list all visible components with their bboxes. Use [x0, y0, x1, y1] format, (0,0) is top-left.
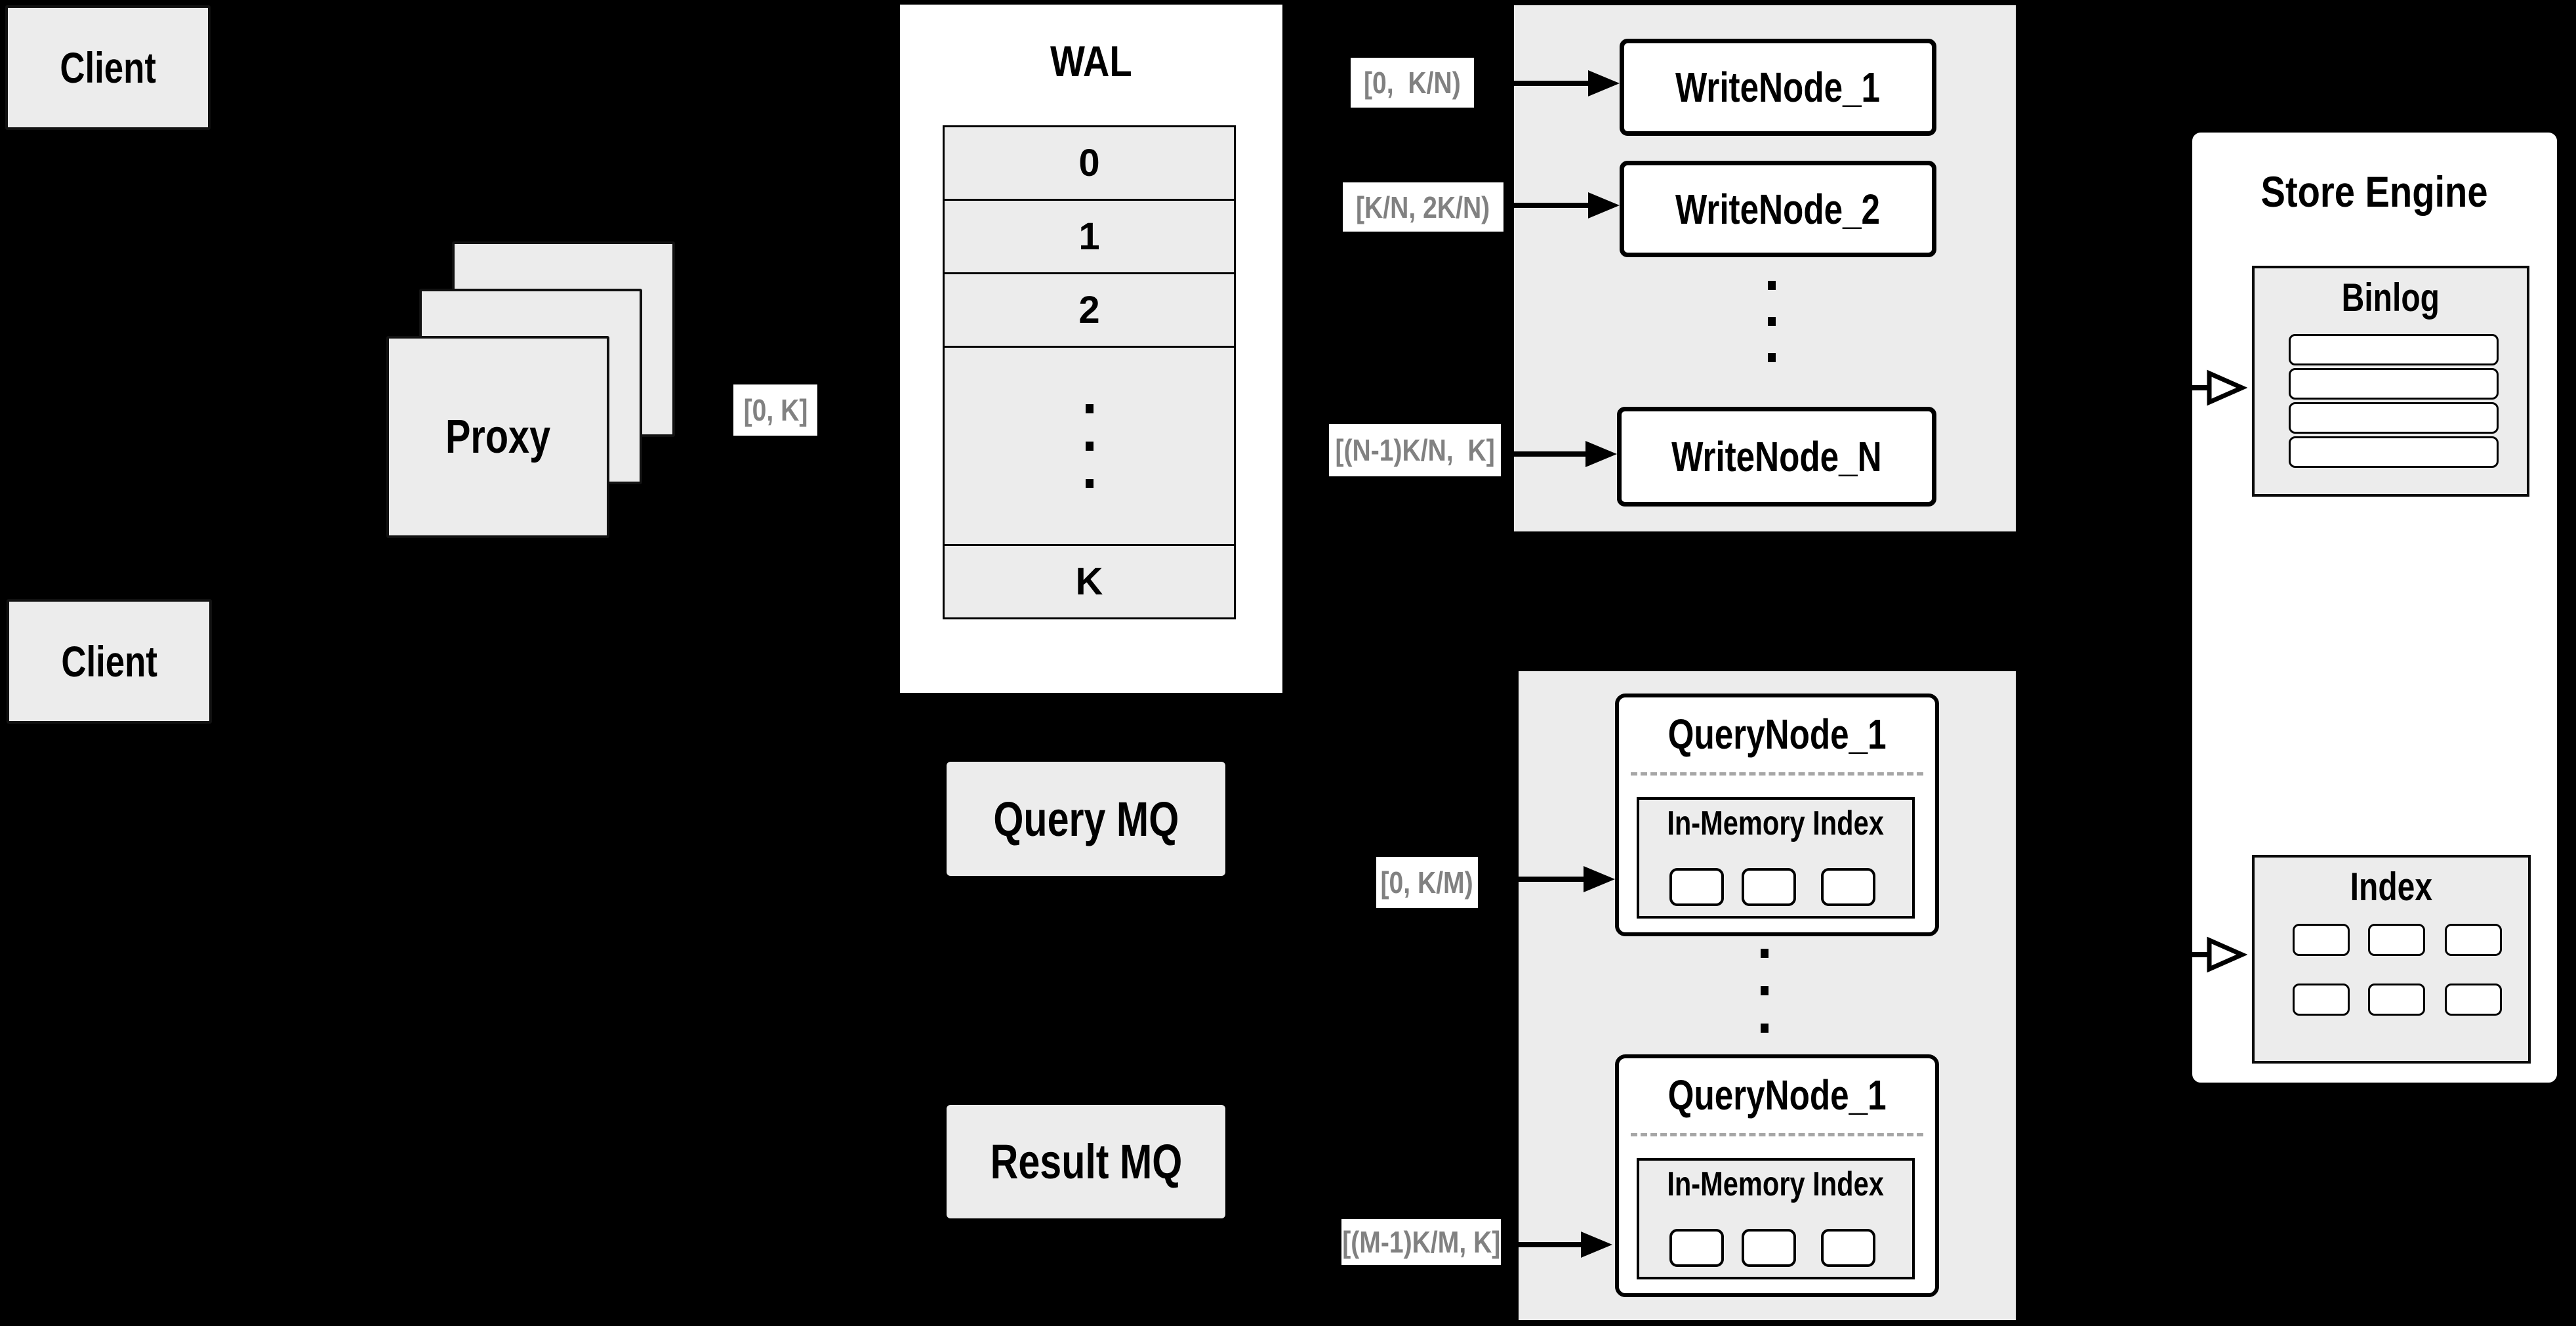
write-node-2: WriteNode_2	[1620, 161, 1936, 257]
query-node-top-title-text: QueryNode_1	[1667, 711, 1887, 758]
index-segment	[1742, 868, 1796, 906]
wal-row-0: 0	[943, 125, 1236, 201]
binlog-segment	[2289, 334, 2499, 365]
wal-box: WAL 0 1 2 K	[897, 2, 1285, 695]
arrow-head-query-node-bottom-icon	[1581, 1232, 1612, 1258]
arrow-to-query-node-top	[1478, 877, 1585, 882]
dashed-divider	[1631, 772, 1923, 776]
index-segment	[1669, 868, 1724, 906]
query-nodes-ellipsis-icon	[1761, 949, 1768, 1033]
store-engine-box: Store Engine Binlog Index	[2189, 129, 2560, 1086]
binlog-segment	[2289, 368, 2499, 400]
binlog-title-text: Binlog	[2341, 276, 2440, 320]
wal-title: WAL	[900, 36, 1282, 86]
range-label-query-1-text: [0, K/M)	[1380, 865, 1474, 900]
write-node-n-label: WriteNode_N	[1671, 433, 1882, 480]
wal-row-k: K	[943, 544, 1236, 619]
query-node-top: QueryNode_1 In-Memory Index	[1615, 694, 1939, 936]
write-node-2-label: WriteNode_2	[1675, 185, 1881, 233]
range-label-query-m: [(M-1)K/M, K]	[1341, 1219, 1501, 1265]
arrow-head-write-node-n-icon	[1585, 441, 1617, 467]
arrow-to-query-node-bottom	[1501, 1242, 1582, 1247]
index-segment	[1821, 868, 1875, 906]
in-memory-index-box-bottom: In-Memory Index	[1637, 1158, 1915, 1279]
client-box-top: Client	[5, 5, 211, 130]
range-label-write-2: [K/N, 2K/N)	[1343, 182, 1503, 232]
range-label-proxy-wal-text: [0, K]	[743, 393, 808, 427]
binlog-box: Binlog	[2252, 266, 2529, 497]
wal-row-ellipsis	[943, 346, 1236, 546]
ellipsis-dots-icon	[1085, 404, 1094, 488]
binlog-title: Binlog	[2255, 275, 2527, 320]
index-title-text: Index	[2350, 865, 2433, 909]
query-node-top-title: QueryNode_1	[1619, 697, 1935, 771]
index-segment	[2368, 924, 2425, 956]
index-segment	[1669, 1229, 1724, 1267]
wal-row-1: 1	[943, 199, 1236, 274]
open-arrow-index-icon	[2142, 936, 2247, 973]
client-top-label: Client	[60, 43, 156, 92]
range-label-write-1-text: [0, K/N)	[1364, 66, 1461, 100]
write-node-1-label: WriteNode_1	[1675, 64, 1881, 111]
client-bottom-label: Client	[61, 637, 157, 686]
result-mq-label: Result MQ	[990, 1134, 1182, 1189]
store-engine-title-text: Store Engine	[2260, 167, 2489, 216]
query-mq-box: Query MQ	[947, 762, 1225, 876]
index-segment	[2293, 984, 2350, 1016]
wal-row-2: 2	[943, 272, 1236, 348]
wal-row-k-label: K	[1075, 560, 1103, 603]
range-label-write-2-text: [K/N, 2K/N)	[1356, 190, 1490, 224]
range-label-write-n: [(N-1)K/N, K]	[1329, 424, 1501, 476]
wal-title-text: WAL	[1050, 37, 1132, 85]
arrow-to-write-node-2	[1503, 203, 1589, 208]
in-memory-index-box-top: In-Memory Index	[1637, 797, 1915, 919]
index-segment	[1742, 1229, 1796, 1267]
in-memory-index-bottom-title: In-Memory Index	[1639, 1165, 1912, 1204]
in-memory-index-bottom-title-text: In-Memory Index	[1667, 1165, 1885, 1203]
index-segment	[1821, 1229, 1875, 1267]
index-title: Index	[2255, 864, 2528, 909]
arrow-head-query-node-top-icon	[1584, 866, 1615, 892]
index-box: Index	[2252, 855, 2531, 1064]
write-node-1: WriteNode_1	[1620, 39, 1936, 136]
query-node-bottom-title: QueryNode_1	[1619, 1058, 1935, 1132]
query-mq-label: Query MQ	[993, 791, 1179, 846]
proxy-box: Proxy	[386, 336, 609, 538]
binlog-segment	[2289, 436, 2499, 468]
proxy-label: Proxy	[445, 411, 551, 463]
wal-table: 0 1 2 K	[943, 125, 1236, 619]
query-node-bottom: QueryNode_1 In-Memory Index	[1615, 1054, 1939, 1297]
binlog-segment	[2289, 402, 2499, 434]
index-segment	[2368, 984, 2425, 1016]
in-memory-index-top-title-text: In-Memory Index	[1667, 804, 1885, 842]
result-mq-box: Result MQ	[947, 1105, 1225, 1218]
arrow-to-write-node-n	[1501, 451, 1587, 457]
range-label-query-m-text: [(M-1)K/M, K]	[1341, 1225, 1501, 1259]
index-segment	[2293, 924, 2350, 956]
range-label-write-1: [0, K/N)	[1351, 58, 1474, 108]
index-segment	[2445, 924, 2502, 956]
wal-row-1-label: 1	[1078, 215, 1100, 258]
arrow-head-write-node-1-icon	[1588, 70, 1620, 96]
store-engine-title: Store Engine	[2192, 167, 2557, 217]
query-node-bottom-title-text: QueryNode_1	[1667, 1071, 1887, 1119]
client-box-bottom: Client	[7, 599, 212, 724]
range-label-query-1: [0, K/M)	[1376, 857, 1478, 908]
dashed-divider	[1631, 1133, 1923, 1136]
write-nodes-ellipsis-icon	[1768, 281, 1776, 362]
wal-row-2-label: 2	[1078, 289, 1100, 331]
open-arrow-binlog-icon	[2142, 369, 2247, 406]
range-label-write-n-text: [(N-1)K/N, K]	[1335, 433, 1495, 467]
in-memory-index-top-title: In-Memory Index	[1639, 804, 1912, 843]
arrow-to-write-node-1	[1474, 81, 1589, 86]
wal-row-0-label: 0	[1078, 142, 1100, 184]
arrow-head-write-node-2-icon	[1588, 192, 1620, 218]
write-node-n: WriteNode_N	[1617, 407, 1936, 507]
range-label-proxy-wal: [0, K]	[733, 384, 817, 436]
index-segment	[2445, 984, 2502, 1016]
